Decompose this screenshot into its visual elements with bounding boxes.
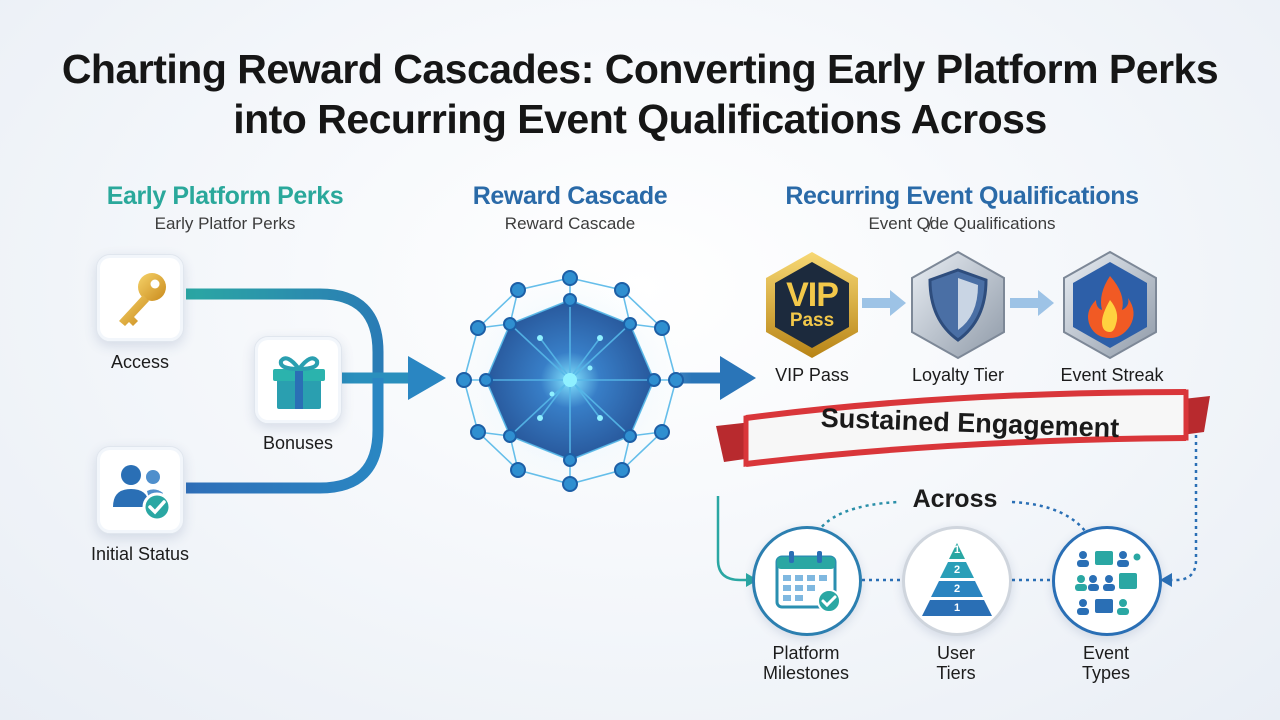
vip-pass-badge: VIP Pass: [762, 250, 862, 360]
user-label-line2: Tiers: [936, 663, 976, 683]
users-check-icon: [113, 465, 172, 522]
event-label-line2: Types: [1081, 663, 1131, 683]
status-flow-line: [186, 378, 384, 494]
platform-milestones-circle: [752, 526, 862, 636]
user-tiers-label: User Tiers: [886, 643, 1026, 683]
user-label-line1: User: [936, 643, 975, 663]
tier-number-1: 1: [953, 544, 961, 556]
cascade-subheading: Reward Cascade: [504, 214, 636, 233]
access-flow-line: [186, 288, 410, 384]
tier-number-2: 2: [953, 564, 961, 576]
calendar-check-icon: [775, 551, 841, 613]
platform-milestones-label: Platform Milestones: [736, 643, 876, 683]
initial-status-label: Initial Status: [90, 544, 190, 564]
bonuses-label: Bonuses: [262, 433, 334, 453]
key-icon: [119, 273, 166, 326]
perks-heading: Early Platform Perks: [106, 182, 344, 210]
pass-text: Pass: [789, 310, 835, 331]
merge-arrowhead: [408, 356, 446, 400]
loyalty-to-streak-arrow: [1010, 298, 1040, 308]
event-types-label: Event Types: [1036, 643, 1176, 683]
cascade-heading: Reward Cascade: [472, 182, 668, 210]
access-tile: [96, 254, 184, 342]
gift-icon: [273, 356, 325, 409]
initial-status-tile: [96, 446, 184, 534]
event-types-circle: [1052, 526, 1162, 636]
bonuses-tile: [254, 336, 342, 424]
platform-label-line2: Milestones: [762, 663, 850, 683]
page-title: Charting Reward Cascades: Converting Ear…: [61, 46, 1219, 142]
flame-icon: [1063, 250, 1157, 360]
loyalty-tier-badge: [908, 250, 1008, 360]
sustained-engagement-ribbon: [716, 389, 1210, 467]
event-streak-badge: [1060, 250, 1160, 360]
vip-pass-badge-icon: [766, 252, 858, 358]
platform-label-line1: Platform: [772, 643, 840, 663]
loyalty-tier-label: Loyalty Tier: [911, 365, 1005, 385]
across-arc-right: [1011, 500, 1092, 539]
shield-icon: [911, 250, 1005, 360]
pyramid-icon: [922, 543, 992, 616]
right-descender-arrow: [1170, 400, 1198, 582]
access-label: Access: [110, 352, 170, 372]
reward-cascade-network: [448, 258, 692, 498]
user-tiers-circle: 1 2 2 1: [902, 526, 1012, 636]
left-descender-arrow: [716, 496, 748, 582]
cascade-out-arrowhead: [720, 356, 756, 400]
qualifications-heading: Recurring Event Qualifications: [785, 182, 1139, 210]
tier-number-3: 2: [953, 583, 961, 595]
perks-subheading: Early Platfor Perks: [154, 214, 296, 233]
tier-number-4: 1: [953, 602, 961, 614]
vip-pass-label: VIP Pass: [775, 365, 849, 385]
event-types-icon: [1075, 551, 1141, 615]
event-streak-label: Event Streak: [1060, 365, 1164, 385]
vip-text: VIP: [786, 276, 839, 314]
qualifications-subheading: Event Q̸de Qualifications: [868, 214, 1056, 233]
across-label: Across: [912, 485, 998, 513]
event-label-line1: Event: [1082, 643, 1130, 663]
vip-to-loyalty-arrow: [862, 298, 892, 308]
